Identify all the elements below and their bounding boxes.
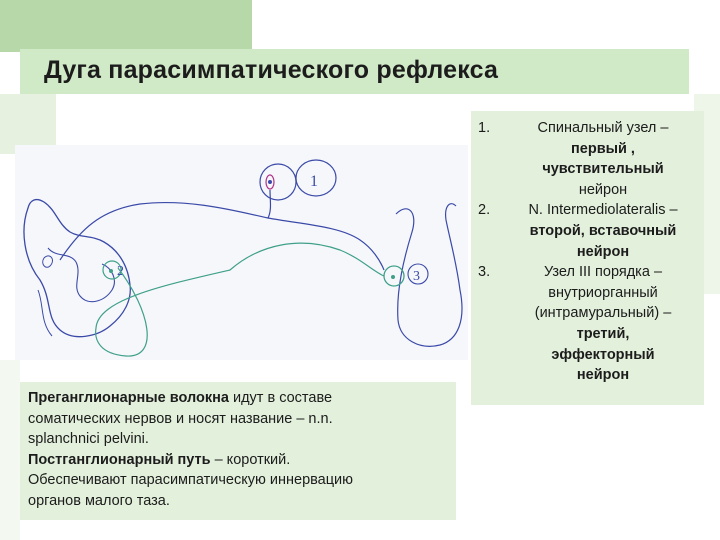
list-number: 2. — [478, 202, 491, 219]
info-box — [20, 382, 456, 520]
list-line: третий, — [576, 325, 630, 342]
info-line-5: Обеспечивают парасимпатическую иннерваци… — [28, 472, 354, 489]
list-line: внутриорганный — [548, 284, 658, 301]
neuron-2-body — [102, 260, 122, 280]
slide-title: Дуга парасимпатического рефлекса — [44, 56, 499, 84]
ganglion-1-outline — [295, 159, 337, 197]
afferent-fiber — [59, 189, 272, 261]
neuron-3-nucleus — [391, 275, 395, 279]
list-line: (интрамуральный) – — [534, 305, 672, 322]
bottom-strip — [0, 360, 20, 540]
info-line-3: splanchnici pelvini. — [28, 431, 149, 448]
info-line-4: Постганглионарный путь – короткий. — [28, 450, 453, 471]
list-line: эффекторный — [551, 346, 655, 363]
label-3: 3 — [413, 269, 420, 284]
preganglionic-term: Преганглионарные волокна — [28, 390, 229, 406]
postganglionic-term: Постганглионарный путь — [28, 451, 211, 468]
list-line: второй, вставочный — [529, 222, 677, 239]
list-line: нейрон — [578, 181, 628, 198]
info-text-span: – короткий. — [210, 451, 291, 468]
reflex-arc-diagram: 2 1 3 — [15, 145, 468, 360]
list-line: Узел III порядка – — [543, 264, 663, 281]
spinal-cord-horn — [42, 255, 53, 268]
neuron-list: 1. Спинальный узел – первый , чувствител… — [478, 118, 698, 386]
organ-outline — [395, 203, 463, 347]
list-line: первый , — [571, 140, 635, 157]
info-line-1: Преганглионарные волокна идут в составе — [28, 388, 453, 409]
spinal-cord-inner-2 — [37, 289, 53, 337]
info-text-span: идут в составе — [228, 390, 333, 406]
list-line: N. Intermediolateralis – — [528, 202, 678, 219]
top-left-band — [0, 0, 252, 52]
afferent-fiber-peripheral — [267, 217, 385, 271]
info-line-2: соматических нервов и носят название – n… — [28, 410, 333, 427]
neuron-1-nucleus — [268, 180, 272, 184]
diagram-background — [15, 145, 468, 360]
list-item-2: 2. N. Intermediolateralis – второй, вста… — [478, 200, 698, 262]
neuron-1-body — [265, 174, 275, 190]
info-line-6: органов малого таза. — [28, 492, 170, 509]
list-item-1: 1. Спинальный узел – первый , чувствител… — [478, 118, 698, 200]
list-line: Спинальный узел – — [537, 120, 669, 136]
list-number: 3. — [478, 264, 491, 281]
list-item-3: 3. Узел III порядка – внутриорганный (ин… — [478, 262, 698, 386]
list-line: нейрон — [576, 243, 630, 260]
info-text: Преганглионарные волокна идут в составе … — [28, 388, 453, 512]
spinal-cord-inner — [47, 247, 115, 303]
neuron-list-box — [471, 111, 704, 405]
side-strip — [0, 94, 56, 154]
list-line: чувствительный — [542, 161, 664, 178]
preganglionic-fiber — [95, 242, 385, 357]
label-1: 1 — [310, 173, 318, 190]
list-number: 1. — [478, 120, 491, 136]
title-band — [20, 49, 689, 94]
list-line: нейрон — [576, 367, 630, 384]
neuron-2-nucleus — [109, 269, 113, 273]
label-3-circle — [407, 263, 429, 285]
